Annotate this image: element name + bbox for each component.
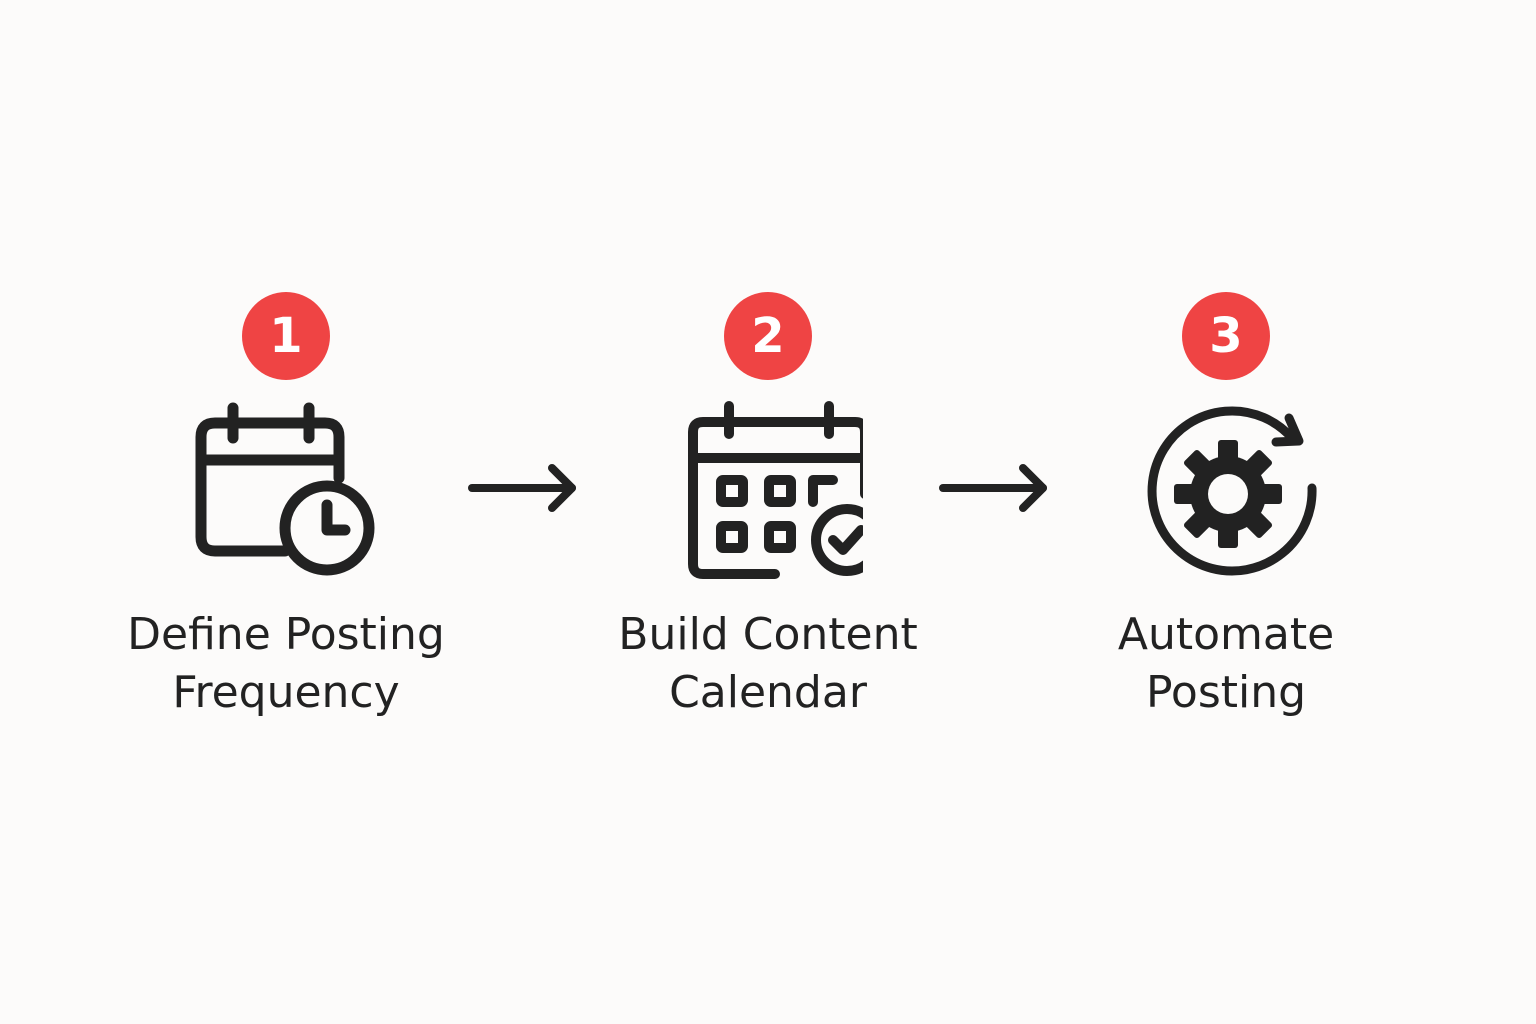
- step-label-line1: Automate: [1117, 609, 1335, 660]
- step-label: Build Content Calendar: [558, 606, 978, 722]
- step-label-line2: Frequency: [172, 667, 400, 718]
- gear-cycle-icon: [1131, 396, 1321, 586]
- arrow-right-icon: [937, 460, 1053, 516]
- step-1: 1 Define Posting Frequency: [76, 0, 496, 1024]
- calendar-clock-icon: [191, 396, 381, 586]
- step-label-line1: Define Posting: [127, 609, 445, 660]
- step-number-badge: 1: [242, 292, 330, 380]
- step-label-line1: Build Content: [618, 609, 918, 660]
- arrow-right-icon: [466, 460, 582, 516]
- step-label: Define Posting Frequency: [76, 606, 496, 722]
- step-label-line2: Posting: [1145, 667, 1307, 718]
- step-label: Automate Posting: [1016, 606, 1436, 722]
- step-number-badge: 3: [1182, 292, 1270, 380]
- step-number-badge: 2: [724, 292, 812, 380]
- calendar-check-icon: [673, 396, 863, 586]
- step-2: 2 Build Content Calendar: [558, 0, 978, 1024]
- step-3: 3 Automate Posting: [1016, 0, 1436, 1024]
- step-label-line2: Calendar: [669, 667, 867, 718]
